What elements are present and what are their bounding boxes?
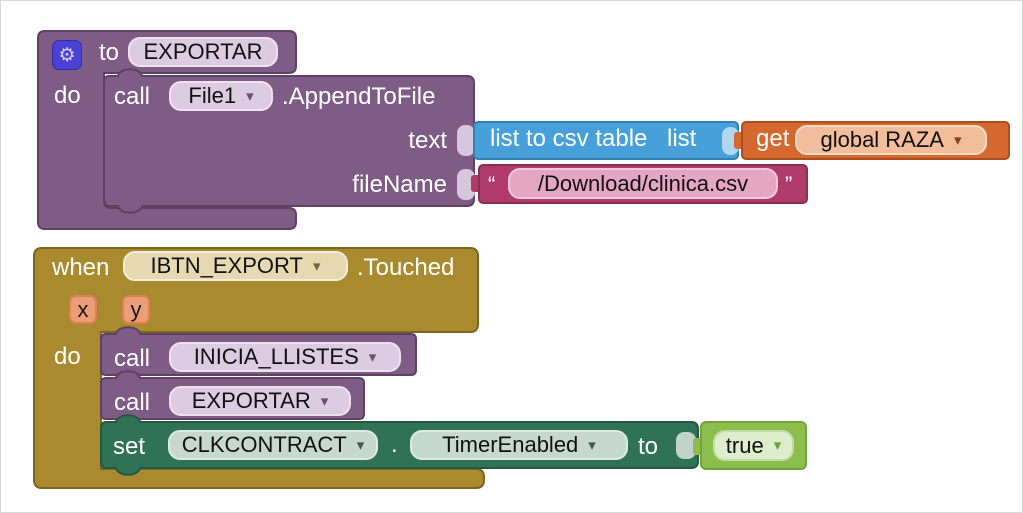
list-to-csv-label: list to csv table xyxy=(490,125,648,152)
procedure-name: EXPORTAR xyxy=(191,388,311,413)
property-name: TimerEnabled xyxy=(442,432,579,457)
call-keyword: call xyxy=(114,83,151,110)
to-socket[interactable] xyxy=(676,432,696,459)
when-do-label: do xyxy=(54,343,81,370)
filename-string-value: /Download/clinica.csv xyxy=(537,170,749,196)
component-name: CLKCONTRACT xyxy=(181,432,347,457)
dropdown-arrow-icon xyxy=(369,350,377,365)
param-badge-x[interactable]: x xyxy=(69,295,97,324)
open-quote: “ xyxy=(488,172,496,197)
component-dropdown-ibtn-export[interactable]: IBTN_EXPORT xyxy=(123,251,348,281)
variable-dropdown-global-raza[interactable]: global RAZA xyxy=(795,125,987,155)
event-name: .Touched xyxy=(357,254,455,281)
procedure-name-field[interactable]: EXPORTAR xyxy=(128,37,278,67)
component-name: File1 xyxy=(188,83,237,108)
filename-socket[interactable] xyxy=(457,169,475,200)
get-keyword: get xyxy=(756,125,790,152)
method-name: .AppendToFile xyxy=(282,83,436,110)
procedure-keyword: to xyxy=(99,39,120,66)
procedure-do-label: do xyxy=(54,82,81,109)
component-dropdown-file1[interactable]: File1 xyxy=(169,81,273,111)
procedure-name: INICIA_LLISTES xyxy=(193,344,359,369)
property-dropdown-timerenabled[interactable]: TimerEnabled xyxy=(410,430,628,460)
gear-icon[interactable] xyxy=(52,40,82,70)
procedure-name: EXPORTAR xyxy=(143,39,263,64)
procedure-dropdown-inicia-llistes[interactable]: INICIA_LLISTES xyxy=(169,342,401,372)
dropdown-arrow-icon xyxy=(246,89,254,104)
param-badge-y[interactable]: y xyxy=(122,295,150,324)
text-socket[interactable] xyxy=(457,125,475,156)
filename-string-field[interactable]: /Download/clinica.csv xyxy=(508,168,778,199)
when-keyword: when xyxy=(52,254,110,281)
param-label-text: text xyxy=(408,127,447,154)
dropdown-arrow-icon xyxy=(313,259,321,274)
param-label-filename: fileName xyxy=(352,171,447,198)
call-keyword: call xyxy=(114,389,151,416)
param-x-label: x xyxy=(77,296,89,322)
param-y-label: y xyxy=(130,296,142,322)
dropdown-arrow-icon xyxy=(954,133,962,148)
property-dot: . xyxy=(391,431,398,458)
dropdown-arrow-icon xyxy=(357,438,365,453)
list-socket-label: list xyxy=(667,125,697,152)
dropdown-arrow-icon xyxy=(321,394,329,409)
to-label: to xyxy=(638,433,659,460)
procedure-dropdown-exportar[interactable]: EXPORTAR xyxy=(169,386,351,416)
boolean-value: true xyxy=(725,432,764,458)
dropdown-arrow-icon xyxy=(774,438,782,453)
set-keyword: set xyxy=(113,433,146,460)
close-quote: ” xyxy=(785,172,793,197)
dropdown-arrow-icon xyxy=(588,438,596,453)
variable-name: global RAZA xyxy=(820,127,944,152)
component-dropdown-clkcontract[interactable]: CLKCONTRACT xyxy=(168,430,378,460)
procedure-block[interactable] xyxy=(37,30,297,230)
call-keyword: call xyxy=(114,345,151,372)
component-name: IBTN_EXPORT xyxy=(150,253,303,278)
boolean-dropdown-true[interactable]: true xyxy=(713,430,794,461)
